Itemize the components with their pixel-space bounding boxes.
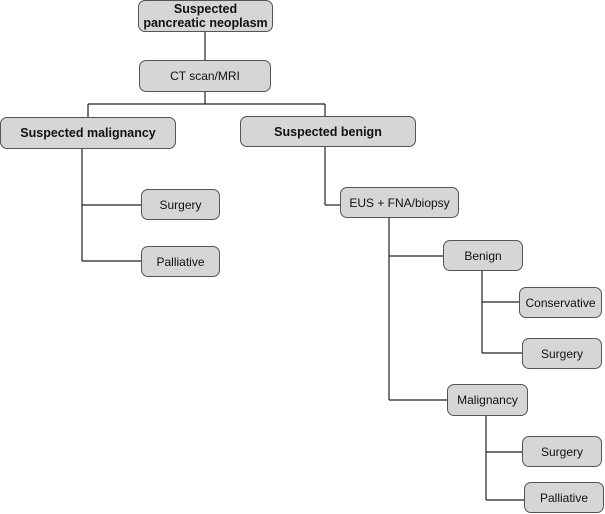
node-surgery-benign: Surgery	[522, 338, 602, 369]
node-palliative-malignancy-result: Palliative	[524, 482, 604, 513]
node-suspected-malignancy: Suspected malignancy	[0, 117, 176, 149]
node-surgery-malignancy-result: Surgery	[522, 436, 602, 467]
node-surgery-malignancy: Surgery	[141, 189, 220, 220]
node-eus-fna-biopsy: EUS + FNA/biopsy	[340, 187, 459, 218]
node-suspected-pancreatic-neoplasm: Suspected pancreatic neoplasm	[138, 0, 273, 32]
node-palliative-malignancy: Palliative	[141, 246, 220, 277]
node-suspected-benign: Suspected benign	[240, 116, 416, 147]
node-malignancy-result: Malignancy	[447, 384, 528, 416]
node-conservative: Conservative	[519, 287, 602, 318]
node-benign-result: Benign	[443, 240, 523, 271]
node-ct-scan-mri: CT scan/MRI	[139, 60, 271, 92]
